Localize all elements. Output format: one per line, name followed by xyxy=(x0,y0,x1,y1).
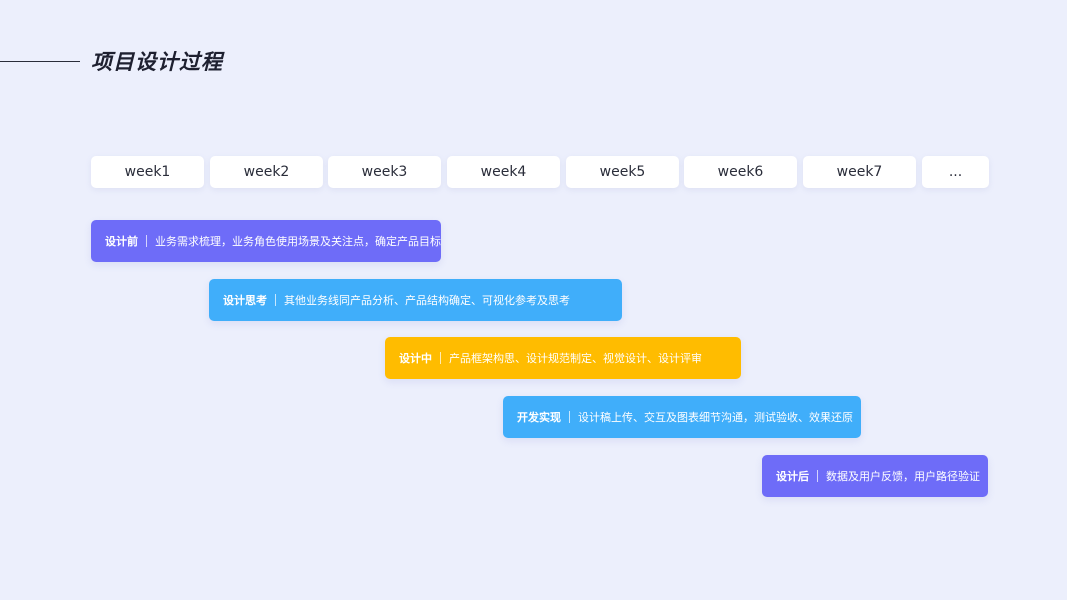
phase-bar-post-design: 设计后 数据及用户反馈，用户路径验证 xyxy=(762,455,988,497)
phase-separator xyxy=(440,352,441,364)
week-pill-more: ... xyxy=(922,156,989,188)
phase-separator xyxy=(275,294,276,306)
week-pill-5: week5 xyxy=(566,156,679,188)
title-divider-line xyxy=(0,61,80,62)
phase-bar-development: 开发实现 设计稿上传、交互及图表细节沟通，测试验收、效果还原 xyxy=(503,396,861,438)
phase-description: 产品框架构思、设计规范制定、视觉设计、设计评审 xyxy=(449,352,702,365)
week-pill-6: week6 xyxy=(684,156,797,188)
phase-bar-in-design: 设计中 产品框架构思、设计规范制定、视觉设计、设计评审 xyxy=(385,337,741,379)
phase-bar-design-thinking: 设计思考 其他业务线同产品分析、产品结构确定、可视化参考及思考 xyxy=(209,279,622,321)
week-pill-3: week3 xyxy=(328,156,441,188)
week-pill-4: week4 xyxy=(447,156,560,188)
week-pill-2: week2 xyxy=(210,156,323,188)
phase-name: 设计前 xyxy=(105,235,138,248)
phase-description: 设计稿上传、交互及图表细节沟通，测试验收、效果还原 xyxy=(578,411,853,424)
phase-separator xyxy=(569,411,570,423)
phase-name: 开发实现 xyxy=(517,411,561,424)
phase-bar-pre-design: 设计前 业务需求梳理，业务角色使用场景及关注点，确定产品目标 xyxy=(91,220,441,262)
phase-description: 业务需求梳理，业务角色使用场景及关注点，确定产品目标 xyxy=(155,235,441,248)
phase-description: 其他业务线同产品分析、产品结构确定、可视化参考及思考 xyxy=(284,294,570,307)
phase-separator xyxy=(146,235,147,247)
phase-name: 设计中 xyxy=(399,352,432,365)
phase-name: 设计后 xyxy=(776,470,809,483)
week-pill-7: week7 xyxy=(803,156,916,188)
page-title: 项目设计过程 xyxy=(91,50,223,74)
week-pill-1: week1 xyxy=(91,156,204,188)
phase-name: 设计思考 xyxy=(223,294,267,307)
phase-separator xyxy=(817,470,818,482)
phase-description: 数据及用户反馈，用户路径验证 xyxy=(826,470,980,483)
